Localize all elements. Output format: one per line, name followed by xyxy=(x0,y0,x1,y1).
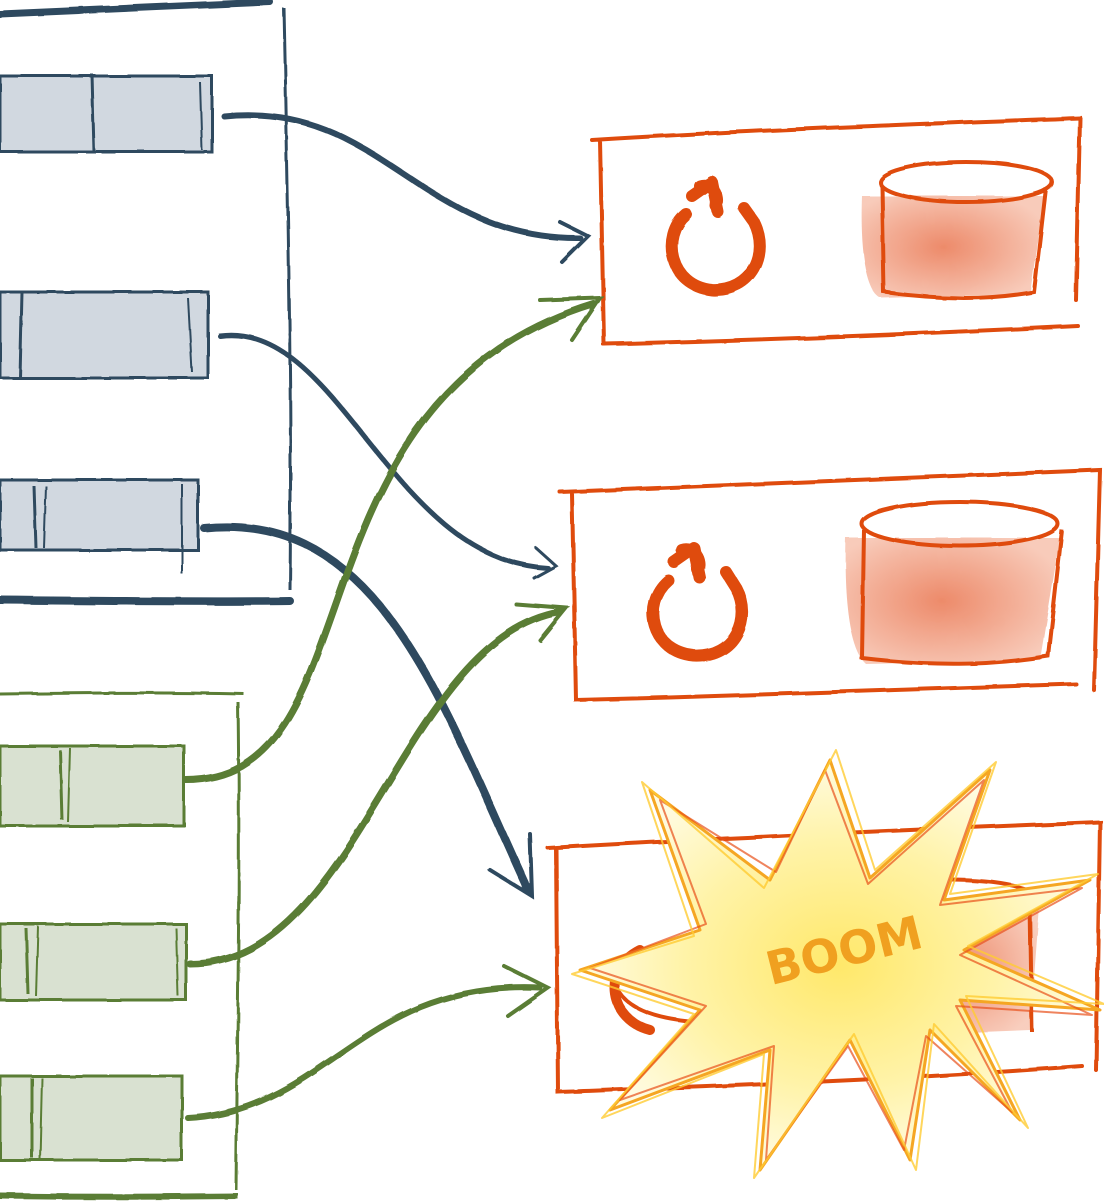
green-item-1 xyxy=(0,744,186,828)
green-item-3 xyxy=(0,1074,184,1162)
blue-group-bottom-bar xyxy=(0,596,294,606)
refresh-arrowhead-icon xyxy=(668,542,706,584)
green-group-right-border xyxy=(234,701,241,1191)
green-group-top-border xyxy=(0,691,245,696)
node-1 xyxy=(590,115,1083,347)
blue-arrows xyxy=(200,111,592,900)
green-arrow-1-head xyxy=(538,295,604,342)
green-arrows xyxy=(182,295,604,1121)
node-2-border xyxy=(558,467,1103,703)
green-arrow-2-head xyxy=(514,602,570,642)
database-icon xyxy=(861,160,1054,300)
blue-arrow-1-head xyxy=(558,220,592,264)
blue-arrow-2 xyxy=(217,332,551,571)
green-arrow-3-head xyxy=(502,964,552,1018)
blue-arrow-3 xyxy=(200,522,532,894)
blue-item-3 xyxy=(0,478,200,574)
blue-arrow-1 xyxy=(221,111,583,242)
blue-item-2 xyxy=(0,290,210,380)
green-arrow-2 xyxy=(186,608,564,968)
refresh-arrowhead-icon xyxy=(686,176,724,218)
database-icon xyxy=(845,500,1064,666)
green-arrow-1 xyxy=(182,300,598,784)
blue-group xyxy=(0,0,294,606)
green-item-2 xyxy=(0,922,188,1002)
blue-group-border xyxy=(282,7,293,591)
node-1-border xyxy=(590,115,1083,347)
green-group xyxy=(0,691,245,1200)
blue-group-top-bar xyxy=(0,0,274,18)
node-2 xyxy=(558,467,1103,703)
blue-arrow-3-head xyxy=(488,832,535,900)
green-group-bottom-bar xyxy=(0,1193,239,1200)
explosion-icon: BOOM xyxy=(571,749,1104,1179)
blue-item-1 xyxy=(0,73,214,154)
blue-arrow-2-head xyxy=(532,546,559,580)
green-arrow-3 xyxy=(185,984,543,1121)
